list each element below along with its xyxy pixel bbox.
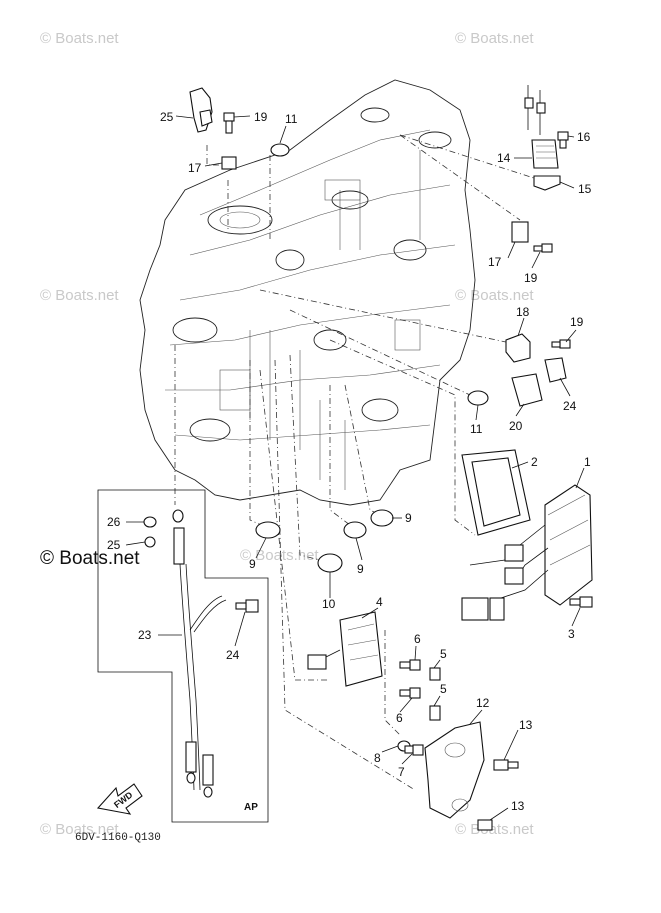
callout-11: 11 <box>285 112 298 126</box>
part-19-bolt <box>223 112 235 134</box>
part-5-cap <box>429 667 441 681</box>
ap-label: AP <box>244 802 258 813</box>
part-19-bolt <box>533 243 553 253</box>
part-17-clip <box>511 221 529 243</box>
callout-9: 9 <box>357 562 364 576</box>
ap-inset <box>97 489 269 823</box>
callout-9: 9 <box>249 557 256 571</box>
watermark: © Boats.net <box>455 821 534 838</box>
part-15-bracket <box>533 175 561 191</box>
part-17-clip <box>221 156 237 170</box>
part-22-connector <box>544 357 567 383</box>
part-20-holder <box>511 373 543 407</box>
leader-lines <box>174 134 541 791</box>
callout-12: 12 <box>476 696 490 710</box>
part-24-bolt <box>235 599 259 613</box>
part-21-connector <box>189 87 213 133</box>
part-9-clamp <box>370 509 394 527</box>
part-23-harness <box>172 509 227 798</box>
callout-leaders <box>125 115 585 821</box>
part-3-bolt <box>569 596 593 608</box>
part-13-bolt <box>493 759 519 771</box>
watermark: © Boats.net <box>40 30 119 47</box>
callout-15: 15 <box>578 182 592 196</box>
callout-22: 24 <box>563 399 577 413</box>
callout-19: 19 <box>570 315 584 329</box>
callout-labels: 25 19 11 17 14 16 15 17 19 18 19 24 20 1… <box>107 110 592 813</box>
part-26-washer <box>143 516 157 528</box>
callout-17: 17 <box>188 161 202 175</box>
part-6-bolt <box>399 659 421 671</box>
callout-10: 10 <box>322 597 336 611</box>
part-19-bolt <box>551 339 571 349</box>
callout-17: 17 <box>488 255 502 269</box>
part-11-clamp <box>270 143 290 157</box>
part-7-bolt <box>404 744 424 756</box>
fwd-arrow-icon: FWD <box>96 783 143 815</box>
callout-9: 9 <box>405 511 412 525</box>
part-9-clamp <box>343 521 367 539</box>
callout-19: 19 <box>524 271 538 285</box>
callout-8: 8 <box>374 751 381 765</box>
part-18-bracket <box>505 333 531 363</box>
part-5-cap <box>429 705 441 721</box>
callout-3: 3 <box>568 627 575 641</box>
callout-6: 6 <box>396 711 403 725</box>
part-1-cdi-unit <box>461 484 593 621</box>
part-12-cover <box>424 721 485 819</box>
engine-block <box>139 79 476 506</box>
callout-26: 26 <box>107 515 121 529</box>
part-4-rectifier <box>307 611 383 687</box>
callout-13: 13 <box>519 718 533 732</box>
callout-4: 4 <box>376 595 383 609</box>
part-25-nut <box>144 536 156 548</box>
watermarks: © Boats.net © Boats.net © Boats.net © Bo… <box>40 30 534 838</box>
callout-6: 6 <box>414 632 421 646</box>
part-13-bolt <box>477 819 493 831</box>
callout-24: 24 <box>226 648 240 662</box>
part-6-bolt <box>399 687 421 699</box>
callout-16: 16 <box>577 130 591 144</box>
callout-5: 5 <box>440 647 447 661</box>
callout-13: 13 <box>511 799 525 813</box>
callout-5: 5 <box>440 682 447 696</box>
callout-2: 2 <box>531 455 538 469</box>
watermark: © Boats.net <box>455 30 534 47</box>
callout-14: 14 <box>497 151 511 165</box>
watermark: © Boats.net <box>40 821 119 838</box>
watermark: © Boats.net <box>40 287 119 304</box>
callout-18: 18 <box>516 305 530 319</box>
part-14-sensor <box>524 85 559 169</box>
part-11-clamp <box>467 390 489 406</box>
callout-7: 7 <box>398 765 405 779</box>
callout-21: 25 <box>160 110 174 124</box>
parts <box>189 85 593 831</box>
callout-1: 1 <box>584 455 591 469</box>
callout-23: 23 <box>138 628 152 642</box>
part-2-gasket <box>461 449 531 536</box>
part-9-clamp <box>255 521 281 539</box>
callout-25: 25 <box>107 538 121 552</box>
part-10-clamp <box>317 553 343 573</box>
part-16-screw <box>557 131 569 149</box>
watermark: © Boats.net <box>455 287 534 304</box>
callout-19: 19 <box>254 110 268 124</box>
callout-20: 20 <box>509 419 523 433</box>
watermark-main: © Boats.net <box>40 548 140 569</box>
drawing-code: 6DV-1160-Q130 <box>75 832 161 844</box>
callout-11: 11 <box>470 422 483 436</box>
